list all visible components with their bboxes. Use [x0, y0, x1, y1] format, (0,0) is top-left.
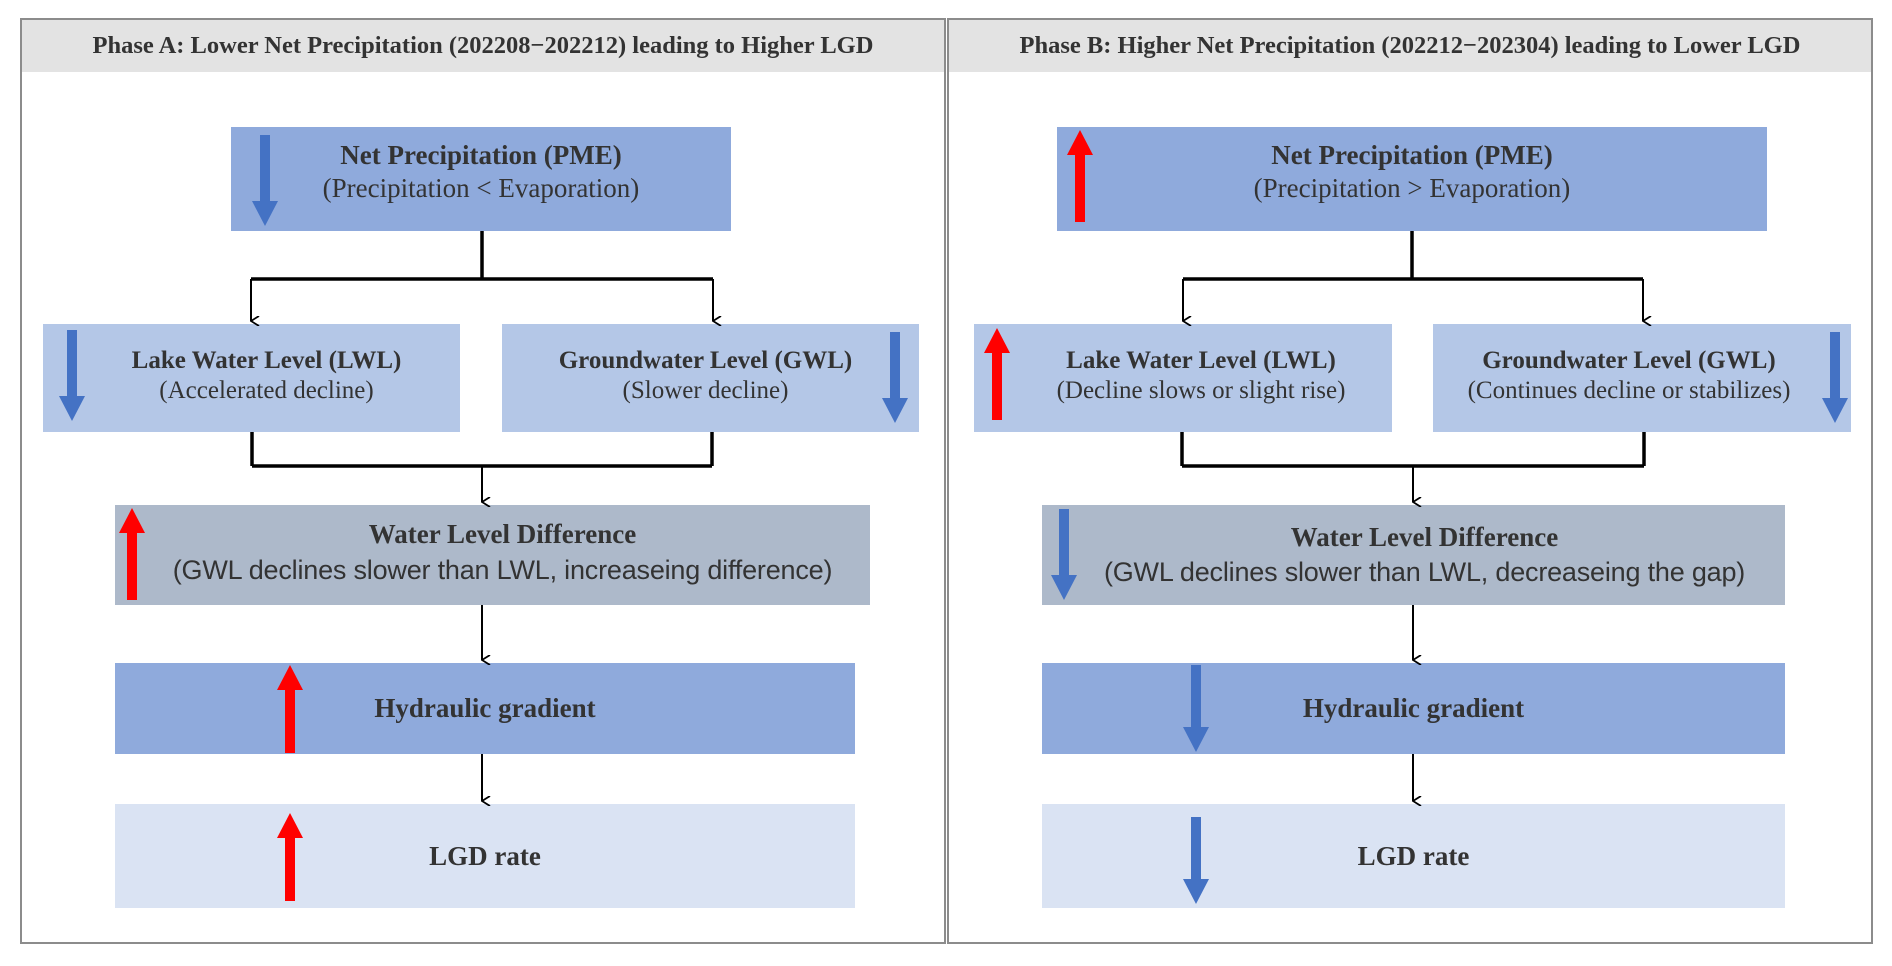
phase-b-lwl-subtitle: (Decline slows or slight rise) [1056, 377, 1346, 404]
phase-a-lwl-down-arrow-icon [59, 330, 85, 421]
phase-a-gwl-title: Groundwater Level (GWL) [558, 347, 853, 374]
phase-b-difference-box: Water Level Difference (GWL declines slo… [1042, 505, 1785, 605]
phase-b-pme-split-connector [1182, 231, 1643, 321]
phase-b-gwl-title: Groundwater Level (GWL) [1482, 347, 1776, 374]
phase-b-lwl-up-arrow-icon [984, 328, 1010, 420]
phase-b-lgd-box: LGD rate [1042, 804, 1785, 908]
phase-a-gwl-subtitle: (Slower decline) [622, 377, 789, 404]
phase-a-difference-up-arrow-icon [119, 508, 145, 600]
phase-b-lgd-down-arrow-icon [1183, 817, 1209, 904]
phase-a-difference-subtitle: (GWL declines slower than LWL, increasei… [172, 555, 833, 585]
phase-b-lgd-title: LGD rate [1357, 841, 1470, 871]
phase-a-pme-split-connector [250, 231, 713, 321]
phase-b-difference-subtitle: (GWL declines slower than LWL, decreasei… [1103, 557, 1746, 587]
phase-a-lwl-box: Lake Water Level (LWL) (Accelerated decl… [43, 324, 460, 432]
phase-a-gradient-box: Hydraulic gradient [115, 663, 855, 754]
phase-a-pme-down-arrow-icon [252, 135, 278, 226]
phase-b-merge-connector [1180, 432, 1646, 502]
phase-b-gradient-box: Hydraulic gradient [1042, 663, 1785, 754]
phase-a-gwl-box: Groundwater Level (GWL) (Slower decline) [502, 324, 919, 432]
phase-a-gradient-up-arrow-icon [277, 665, 303, 753]
phase-b-gradient-down-arrow-icon [1183, 665, 1209, 752]
phase-a-lgd-up-arrow-icon [277, 813, 303, 901]
phase-b-gwl-down-arrow-icon [1822, 332, 1848, 423]
phase-a-gradient-title: Hydraulic gradient [374, 693, 596, 723]
phase-b-pme-title: Net Precipitation (PME) [1271, 140, 1553, 170]
phase-b-gradient-title: Hydraulic gradient [1302, 693, 1525, 723]
phase-a-difference-box: Water Level Difference (GWL declines slo… [115, 505, 870, 605]
phase-b-lwl-box: Lake Water Level (LWL) (Decline slows or… [974, 324, 1392, 432]
phase-b-pme-subtitle: (Precipitation > Evaporation) [1253, 173, 1571, 203]
phase-a-difference-title: Water Level Difference [368, 519, 637, 549]
phase-b-pme-box: Net Precipitation (PME) (Precipitation >… [1057, 127, 1767, 231]
phase-b-lwl-title: Lake Water Level (LWL) [1066, 347, 1336, 374]
phase-b-gwl-subtitle: (Continues decline or stabilizes) [1467, 377, 1791, 404]
phase-a-merge-connector [250, 432, 714, 502]
phase-a-lgd-box: LGD rate [115, 804, 855, 908]
phase-b-difference-down-arrow-icon [1051, 509, 1077, 600]
phase-a-lwl-subtitle: (Accelerated decline) [159, 377, 374, 404]
phase-a-lgd-title: LGD rate [429, 841, 541, 871]
phase-b-title: Phase B: Higher Net Precipitation (20221… [949, 20, 1871, 72]
phase-a-pme-box: Net Precipitation (PME) (Precipitation <… [231, 127, 731, 231]
phase-a-lwl-title: Lake Water Level (LWL) [131, 347, 402, 374]
phase-a-gwl-down-arrow-icon [882, 332, 908, 423]
phase-a-pme-title: Net Precipitation (PME) [340, 140, 622, 170]
phase-a-title: Phase A: Lower Net Precipitation (202208… [22, 20, 944, 72]
phase-b-gwl-box: Groundwater Level (GWL) (Continues decli… [1433, 324, 1851, 432]
phase-b-pme-up-arrow-icon [1067, 130, 1093, 222]
phase-a-pme-subtitle: (Precipitation < Evaporation) [322, 173, 640, 203]
phase-b-difference-title: Water Level Difference [1290, 522, 1559, 552]
